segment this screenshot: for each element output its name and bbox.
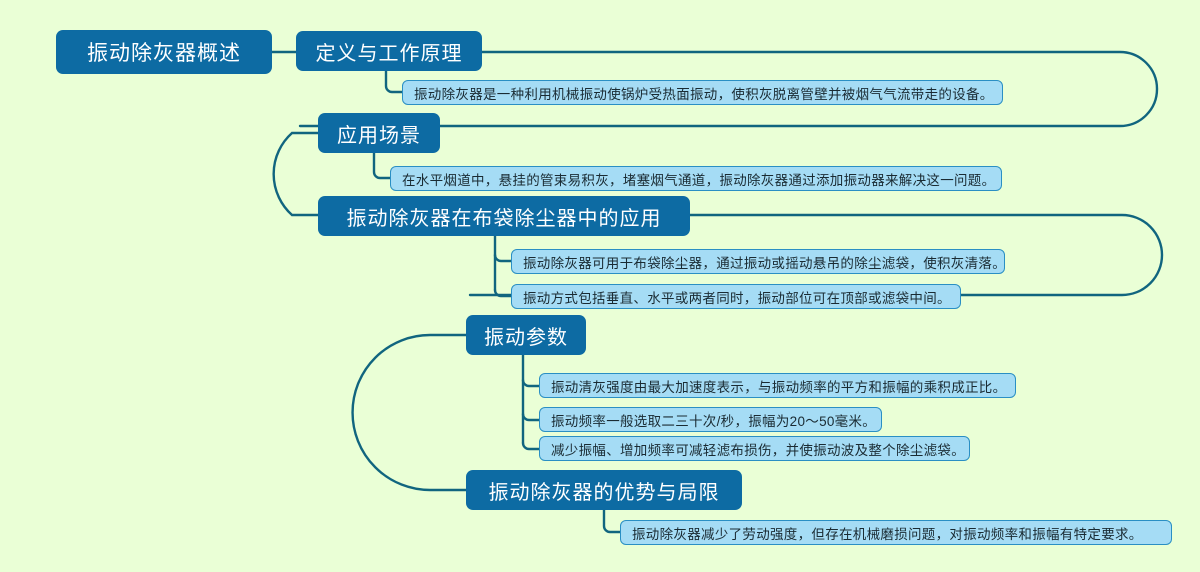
connector-branch-3-leaf-1: [493, 253, 513, 263]
leaf-box[interactable]: 振动除灰器是一种利用机械振动使锅炉受热面振动，使积灰脱离管壁并被烟气气流带走的设…: [402, 80, 1003, 105]
connector-branch-4-leaf-2: [521, 412, 541, 422]
branch-node-label: 振动参数: [484, 326, 568, 349]
branch-node-label: 定义与工作原理: [315, 42, 463, 65]
connector-branch-4-leaf-1: [521, 378, 541, 388]
leaf-text: 振动频率一般选取二三十次/秒，振幅为20～50毫米。: [551, 413, 877, 429]
leaf-box[interactable]: 振动除灰器可用于布袋除尘器，通过振动或摇动悬吊的除尘滤袋，使积灰清落。: [511, 249, 1006, 274]
leaf-text: 振动除灰器可用于布袋除尘器，通过振动或摇动悬吊的除尘滤袋，使积灰清落。: [523, 255, 1006, 271]
branch-node-vibration-parameters[interactable]: 振动参数: [466, 315, 586, 355]
leaf-box[interactable]: 振动除灰器减少了劳动强度，但存在机械磨损问题，对振动频率和振幅有特定要求。: [620, 520, 1172, 545]
leaf-box[interactable]: 在水平烟道中，悬挂的管束易积灰，堵塞烟气通道，振动除灰器通过添加振动器来解决这一…: [390, 166, 1002, 191]
leaf-text: 振动除灰器是一种利用机械振动使锅炉受热面振动，使积灰脱离管壁并被烟气气流带走的设…: [414, 86, 994, 102]
branch-node-definition[interactable]: 定义与工作原理: [296, 31, 482, 71]
connector-branch-2-spine: [372, 150, 392, 180]
connector-branch-3-leaf-2: [493, 288, 513, 298]
leaf-box[interactable]: 减少振幅、增加频率可减轻滤布损伤，并使振动波及整个除尘滤袋。: [539, 436, 970, 461]
leaf-text: 振动清灰强度由最大加速度表示，与振动频率的平方和振幅的乘积成正比。: [551, 379, 1007, 395]
leaf-text: 在水平烟道中，悬挂的管束易积灰，堵塞烟气通道，振动除灰器通过添加振动器来解决这一…: [402, 172, 996, 188]
branch-node-label: 振动除灰器的优势与局限: [488, 481, 720, 504]
connector-branch-1-spine: [384, 68, 404, 94]
leaf-box[interactable]: 振动清灰强度由最大加速度表示，与振动频率的平方和振幅的乘积成正比。: [539, 373, 1016, 398]
connector-branch-4-leaf-3: [521, 441, 541, 451]
branch-node-label: 应用场景: [337, 124, 421, 147]
leaf-text: 振动方式包括垂直、水平或两者同时，振动部位可在顶部或滤袋中间。: [523, 290, 951, 306]
leaf-box[interactable]: 振动频率一般选取二三十次/秒，振幅为20～50毫米。: [539, 407, 882, 432]
root-node[interactable]: 振动除灰器概述: [56, 30, 272, 74]
connector-branch-4-left-loop: [351, 333, 472, 492]
branch-node-advantages-limitations[interactable]: 振动除灰器的优势与局限: [466, 470, 742, 510]
branch-node-label: 振动除灰器在布袋除尘器中的应用: [346, 207, 662, 230]
root-node-label: 振动除灰器概述: [87, 42, 241, 65]
leaf-text: 振动除灰器减少了劳动强度，但存在机械磨损问题，对振动频率和振幅有特定要求。: [632, 526, 1143, 542]
branch-node-application-scene[interactable]: 应用场景: [318, 113, 440, 153]
connector-branch-2-left-loop: [272, 131, 324, 217]
branch-node-baghouse-application[interactable]: 振动除灰器在布袋除尘器中的应用: [318, 196, 690, 236]
leaf-text: 减少振幅、增加频率可减轻滤布损伤，并使振动波及整个除尘滤袋。: [551, 442, 965, 458]
leaf-box[interactable]: 振动方式包括垂直、水平或两者同时，振动部位可在顶部或滤袋中间。: [511, 284, 961, 309]
connector-branch-5-spine: [602, 507, 622, 534]
